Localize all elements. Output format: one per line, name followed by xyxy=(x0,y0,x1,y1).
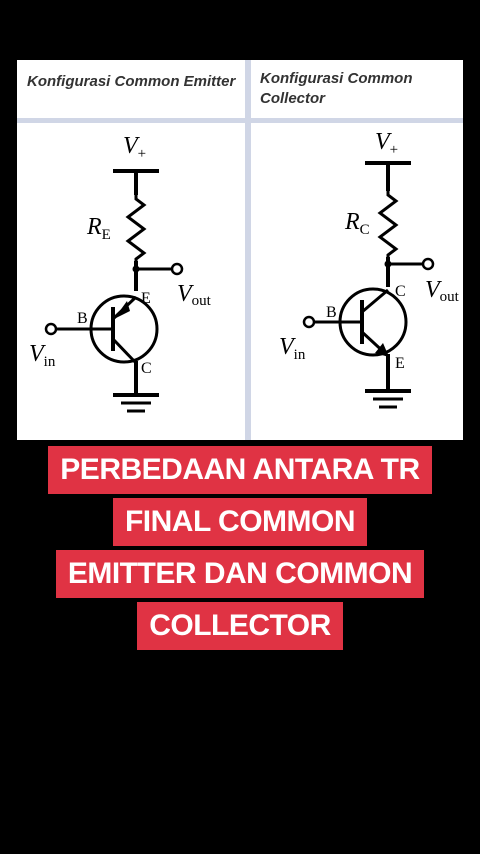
title-common-collector: Konfigurasi Common Collector xyxy=(260,70,413,107)
pin-base: B xyxy=(77,310,88,327)
label-output: Vout xyxy=(177,281,212,309)
pin-collector: C xyxy=(395,283,406,300)
emitter-arrow xyxy=(375,343,389,357)
label-input: Vin xyxy=(279,334,306,363)
caption-line-2: FINAL COMMON xyxy=(112,498,368,546)
title-common-emitter: Konfigurasi Common Emitter xyxy=(27,73,236,90)
pin-emitter: E xyxy=(395,355,405,372)
circuit-figure: Konfigurasi Common Emitter Konfigurasi C… xyxy=(17,60,463,440)
label-input: Vin xyxy=(29,341,56,370)
label-resistor: RC xyxy=(344,209,370,238)
pin-collector: C xyxy=(141,360,152,377)
caption-overlay: PERBEDAAN ANTARA TR FINAL COMMON EMITTER… xyxy=(0,446,480,654)
label-supply: V+ xyxy=(375,129,398,158)
label-resistor: RE xyxy=(86,214,111,243)
input-terminal xyxy=(302,315,316,329)
label-output: Vout xyxy=(425,277,460,305)
output-terminal xyxy=(170,262,184,276)
column-divider xyxy=(245,60,251,440)
caption-line-3: EMITTER DAN COMMON xyxy=(55,550,425,598)
collector-lead xyxy=(111,337,138,365)
caption-line-1: PERBEDAAN ANTARA TR xyxy=(48,446,432,494)
input-terminal xyxy=(44,322,58,336)
label-supply: V+ xyxy=(123,133,146,162)
emitter-arrow xyxy=(114,301,130,319)
output-terminal xyxy=(421,257,435,271)
resistor-re xyxy=(125,193,147,263)
diagram-common-collector: V+ RC Vout Vin B C E xyxy=(253,123,463,440)
pin-base: B xyxy=(326,304,337,321)
junction-dot xyxy=(384,260,392,268)
header-divider xyxy=(17,118,463,123)
resistor-rc xyxy=(377,189,399,259)
caption-line-4: COLLECTOR xyxy=(137,602,343,650)
diagram-common-emitter: V+ RE Vout Vin B E C xyxy=(27,123,239,440)
junction-dot xyxy=(132,265,140,273)
pin-emitter: E xyxy=(141,290,151,307)
collector-lead xyxy=(361,288,389,314)
